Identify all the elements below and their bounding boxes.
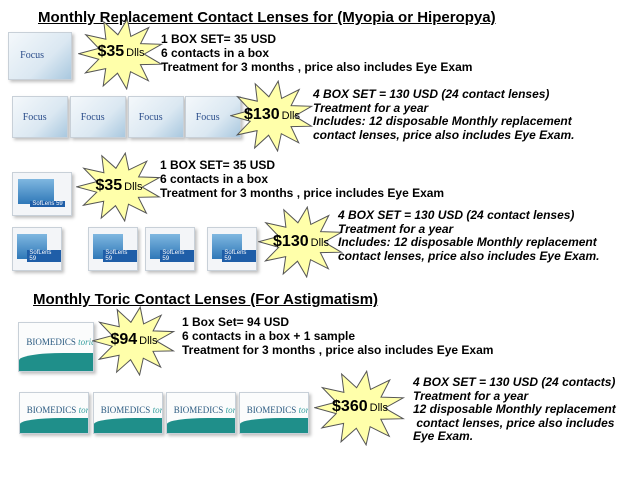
soflens-box-image: SofLens 59	[12, 172, 72, 216]
offer-line: 6 contacts in a box	[161, 46, 270, 60]
offer-line: 4 BOX SET = 130 USD (24 contacts)	[413, 375, 616, 389]
offer-line: contact lenses, price also includes Eye …	[338, 248, 600, 263]
biomedics-toric-box-image: BIOMEDICS toric	[166, 392, 236, 434]
offer-line: 4 BOX SET = 130 USD (24 contact lenses)	[313, 87, 550, 101]
offer-line: 12 disposable Monthly replacement	[413, 402, 616, 416]
offer-description: 1 Box Set= 94 USD 6 contacts in a box + …	[182, 315, 493, 357]
price-unit: Dlls	[281, 110, 300, 122]
offer-line: 1 BOX SET= 35 USD	[161, 32, 277, 46]
offer-line: Treatment for 3 months , price also incl…	[182, 343, 494, 357]
offer-line: 6 contacts in a box + 1 sample	[182, 329, 356, 343]
price-value: $35	[97, 43, 125, 60]
offer-line: 1 BOX SET= 35 USD	[160, 158, 276, 172]
starburst-shape	[258, 206, 344, 278]
section-title-toric: Monthly Toric Contact Lenses (For Astigm…	[33, 291, 379, 308]
offer-line: Treatment for a year	[313, 100, 429, 115]
offer-description: 1 BOX SET= 35 USD 6 contacts in a box Tr…	[160, 158, 444, 200]
price-unit: Dlls	[369, 402, 388, 414]
offer-description: 4 BOX SET = 130 USD (24 contact lenses) …	[338, 208, 600, 263]
offer-line: contact lenses, price also includes	[413, 415, 615, 430]
price-unit: Dlls	[310, 237, 329, 249]
focus-box-image: Focus	[12, 96, 68, 138]
offer-line: 1 Box Set= 94 USD	[182, 315, 290, 329]
focus-box-image: Focus	[8, 32, 72, 80]
biomedics-toric-box-image: BIOMEDICS toric	[19, 392, 89, 434]
offer-line: Treatment for a year	[413, 388, 529, 403]
offer-line: Eye Exam.	[413, 429, 474, 443]
focus-box-image: Focus	[185, 96, 241, 138]
offer-line: Treatment for 3 months , price also incl…	[161, 60, 473, 74]
price-value: $130	[273, 233, 309, 250]
biomedics-toric-box-image: BIOMEDICS toric	[239, 392, 309, 434]
focus-box-image: Focus	[70, 96, 126, 138]
price-value: $360	[332, 398, 368, 415]
price-unit: Dlls	[126, 47, 145, 59]
offer-line: 6 contacts in a box	[160, 172, 269, 186]
offer-description: 1 BOX SET= 35 USD 6 contacts in a box Tr…	[161, 32, 472, 74]
starburst-shape	[76, 152, 162, 222]
offer-description: 4 BOX SET = 130 USD (24 contacts) Treatm…	[413, 375, 616, 444]
starburst-shape	[92, 306, 176, 376]
soflens-box-image: SofLens 59	[88, 227, 138, 271]
offer-line: Treatment for a year	[338, 221, 454, 236]
offer-line: Includes: 12 disposable Monthly replacem…	[338, 235, 597, 249]
offer-line: Includes: 12 disposable Monthly replacem…	[313, 114, 572, 128]
price-unit: Dlls	[139, 335, 158, 347]
soflens-box-image: SofLens 59	[145, 227, 195, 271]
biomedics-toric-box-image: BIOMEDICS toric	[93, 392, 163, 434]
starburst-shape	[78, 18, 164, 90]
price-unit: Dlls	[124, 181, 143, 193]
price-value: $94	[110, 331, 138, 348]
starburst-shape	[230, 80, 314, 152]
biomedics-toric-box-image: BIOMEDICS toric	[18, 322, 94, 372]
offer-line: contact lenses, price also includes Eye …	[313, 127, 575, 142]
soflens-box-image: SofLens 59	[12, 227, 62, 271]
offer-line: 4 BOX SET = 130 USD (24 contact lenses)	[338, 208, 575, 222]
soflens-box-image: SofLens 59	[207, 227, 257, 271]
starburst-shape	[314, 370, 406, 446]
offer-description: 4 BOX SET = 130 USD (24 contact lenses) …	[313, 87, 575, 142]
price-value: $35	[95, 177, 123, 194]
focus-box-image: Focus	[128, 96, 184, 138]
price-value: $130	[244, 106, 280, 123]
section-title-monthly-replacement: Monthly Replacement Contact Lenses for (…	[38, 9, 496, 26]
offer-line: Treatment for 3 months , price includes …	[160, 186, 445, 200]
